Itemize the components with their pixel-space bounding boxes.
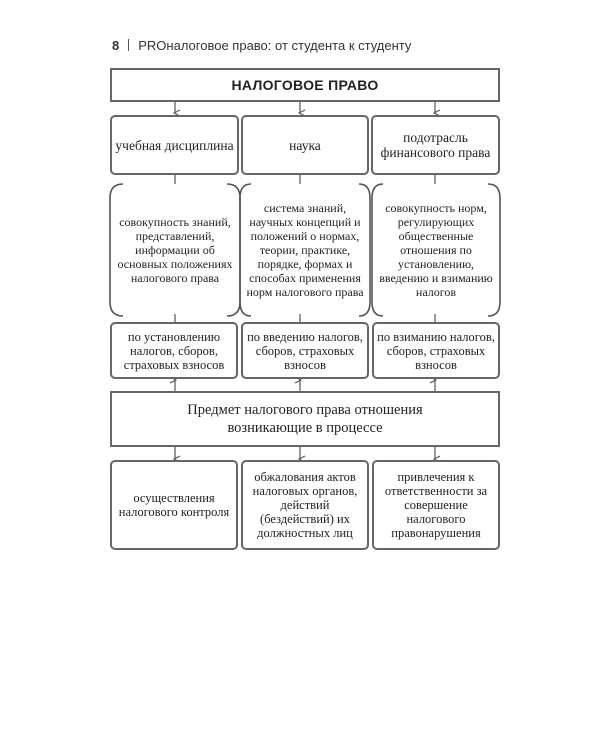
subject-box: Предмет налогового права отношения возни… [110, 391, 500, 447]
aspect-text-1: учебная дисциплина [115, 137, 234, 153]
header-separator [128, 39, 130, 51]
def-2-right-bracket [358, 183, 371, 317]
aspect-text-2: наука [289, 137, 321, 153]
aspect-text-3: подотрасль финансового права [380, 130, 491, 160]
diagram-title-text: НАЛОГОВОЕ ПРАВО [231, 77, 379, 93]
definition-text-3: совокупность норм, регулирующих обществе… [379, 201, 493, 299]
page-number: 8 [112, 38, 120, 53]
diagram-title: НАЛОГОВОЕ ПРАВО [110, 68, 500, 102]
aspect-box-2: наука [241, 115, 369, 175]
running-header: 8 PROналоговое право: от студента к студе… [112, 38, 411, 53]
definition-3: совокупность норм, регулирующих обществе… [376, 186, 496, 314]
relation-text-1: по установлению налогов, сборов, страхов… [123, 329, 225, 372]
relation-box-3: по взиманию налогов, сборов, страховых в… [372, 322, 500, 379]
relation-box-2: по введению налогов, сборов, страховых в… [241, 322, 369, 379]
process-box-3: привлечения к ответственности за соверше… [372, 460, 500, 550]
def-2-left-bracket [239, 183, 252, 317]
def-3-left-bracket [371, 183, 384, 317]
aspect-box-3: подотрасль финансового права [371, 115, 500, 175]
running-title: PROналоговое право: от студента к студен… [138, 38, 412, 53]
definition-2: система знаний, научных концепций и поло… [244, 186, 366, 314]
def-3-right-bracket [487, 183, 501, 317]
def-1-left-bracket [109, 183, 124, 317]
process-text-2: обжалования актов налоговых органов, дей… [252, 470, 358, 540]
definition-text-2: система знаний, научных концепций и поло… [246, 201, 364, 299]
definition-text-1: совокупность знаний, представлений, инфо… [117, 215, 233, 285]
process-text-1: осуществления налогового контроля [118, 491, 230, 519]
relation-text-2: по введению налогов, сборов, страховых в… [247, 329, 363, 372]
aspect-box-1: учебная дисциплина [110, 115, 239, 175]
subject-text: Предмет налогового права отношения возни… [187, 402, 423, 436]
process-text-3: привлечения к ответственности за соверше… [384, 470, 488, 540]
relation-text-3: по взиманию налогов, сборов, страховых в… [377, 329, 495, 372]
definition-1: совокупность знаний, представлений, инфо… [114, 186, 236, 314]
process-box-2: обжалования актов налоговых органов, дей… [241, 460, 369, 550]
relation-box-1: по установлению налогов, сборов, страхов… [110, 322, 238, 379]
process-box-1: осуществления налогового контроля [110, 460, 238, 550]
